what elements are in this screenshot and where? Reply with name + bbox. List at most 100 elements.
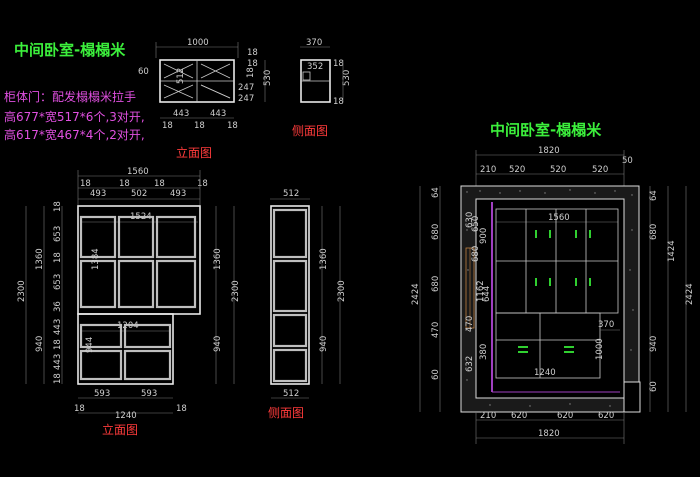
floor-plan: 中间卧室-榻榻米 1820 210 520 520 520 50	[411, 121, 695, 444]
label-side-main: 侧面图	[268, 406, 304, 420]
dim-plan-bot-210: 210	[480, 411, 496, 421]
dim-main-left-18b: 18	[53, 252, 63, 263]
dim-main-bot-18a: 18	[74, 404, 85, 414]
dim-small-18c: 18	[246, 67, 256, 78]
dim-plan-right-1424: 1424	[667, 240, 677, 262]
dim-plan-650: 650	[471, 216, 481, 232]
dim-main-left-18d: 18	[53, 373, 63, 384]
dim-plan-right-680: 680	[649, 224, 659, 240]
dim-plan-lin680: 680	[471, 246, 481, 262]
dim-plan-right-2424: 2424	[685, 283, 695, 305]
dim-main-top-1560: 1560	[127, 167, 149, 177]
dim-main-1384: 1384	[91, 248, 101, 270]
dim-plan-1240: 1240	[534, 368, 556, 378]
dim-main-top-493a: 493	[90, 189, 106, 199]
dim-plan-left-680b: 680	[431, 276, 441, 292]
dim-main-left-36: 36	[53, 301, 63, 312]
dim-main-bot-1240: 1240	[115, 411, 137, 421]
dim-side-1360: 1360	[319, 248, 329, 270]
dim-small-side-352: 352	[307, 62, 323, 72]
dim-main-right-2300: 2300	[231, 280, 241, 302]
dim-main-right-1360: 1360	[213, 248, 223, 270]
dim-main-bot-593b: 593	[141, 389, 157, 399]
dim-plan-right-940: 940	[649, 336, 659, 352]
dim-small-247a: 247	[238, 83, 254, 93]
dim-plan-1000: 1000	[595, 338, 605, 360]
dim-main-left-653b: 653	[53, 274, 63, 290]
dim-plan-left-470: 470	[431, 322, 441, 338]
dim-plan-top-520b: 520	[550, 165, 566, 175]
dim-main-944: 944	[85, 337, 95, 353]
small-elevation: 1000 60 18 18 512 247 247 18 530 443 443…	[138, 38, 273, 160]
dim-plan-380: 380	[479, 344, 489, 360]
dim-plan-bot-620b: 620	[557, 411, 573, 421]
dim-main-left-940: 940	[35, 336, 45, 352]
dim-side-2300: 2300	[337, 280, 347, 302]
dim-main-left-443a: 443	[53, 319, 63, 335]
dim-plan-1560: 1560	[548, 213, 570, 223]
dim-plan-top-1820: 1820	[538, 146, 560, 156]
dim-small-top: 1000	[187, 38, 209, 48]
dim-plan-370: 370	[598, 320, 614, 330]
dim-side-bot: 512	[283, 389, 299, 399]
dim-plan-lin470: 470	[465, 316, 475, 332]
title-right: 中间卧室-榻榻米	[490, 121, 602, 139]
dim-small-18e: 18	[194, 121, 205, 131]
dim-small-18f: 18	[227, 121, 238, 131]
dim-plan-right-60: 60	[649, 381, 659, 392]
note-line1: 柜体门：配发榻榻米拉手	[4, 89, 136, 104]
dim-small-side-top: 370	[306, 38, 322, 48]
dim-small-443a: 443	[173, 109, 189, 119]
dim-plan-left-2424: 2424	[411, 283, 421, 305]
small-side: 370 352 18 530 18 侧面图	[292, 38, 352, 138]
dim-small-512: 512	[176, 68, 186, 84]
dim-plan-900: 900	[479, 228, 489, 244]
dim-main-left-18c: 18	[53, 339, 63, 350]
dim-plan-top-520c: 520	[592, 165, 608, 175]
dim-small-side-18a: 18	[333, 59, 344, 69]
dim-plan-right-64: 64	[649, 190, 659, 201]
dim-small-530: 530	[263, 70, 273, 86]
dim-plan-left-680a: 680	[431, 224, 441, 240]
dim-small-247b: 247	[238, 94, 254, 104]
note-line2: 高677*宽517*6个,3对开,	[4, 109, 145, 124]
dim-main-right-940: 940	[213, 336, 223, 352]
note-line3: 高617*宽467*4个,2对开,	[4, 127, 145, 142]
dim-main-top-18b: 18	[119, 179, 130, 189]
dim-plan-bot-620c: 620	[598, 411, 614, 421]
dim-main-left-1360: 1360	[35, 248, 45, 270]
dim-plan-top-520a: 520	[509, 165, 525, 175]
dim-main-left-2300: 2300	[17, 280, 27, 302]
dim-plan-lin632: 632	[465, 356, 475, 372]
dim-side-top: 512	[283, 189, 299, 199]
main-side: 512 1360 2300 940 512 侧面图	[268, 189, 347, 420]
dim-plan-bot-1820: 1820	[538, 429, 560, 439]
dim-main-bot-593a: 593	[94, 389, 110, 399]
dim-small-18a: 18	[247, 48, 258, 58]
dim-plan-1162: 1162	[476, 280, 486, 302]
dim-plan-lin630: 630	[465, 212, 475, 228]
dim-plan-left-64: 64	[431, 187, 441, 198]
dim-small-side-18b: 18	[333, 97, 344, 107]
dim-plan-bot-620a: 620	[511, 411, 527, 421]
dim-plan-top-50: 50	[622, 156, 633, 166]
dim-small-side-530: 530	[342, 70, 352, 86]
dim-main-top-18d: 18	[197, 179, 208, 189]
label-side-small: 侧面图	[292, 124, 328, 138]
dim-small-18b: 18	[247, 59, 258, 69]
dim-main-top-18a: 18	[80, 179, 91, 189]
dim-small-443b: 443	[210, 109, 226, 119]
dim-plan-644: 644	[482, 286, 492, 302]
dim-main-left-18a: 18	[53, 201, 63, 212]
title-top-left: 中间卧室-榻榻米	[14, 41, 126, 59]
dim-small-18d: 18	[162, 121, 173, 131]
dim-small-60: 60	[138, 67, 149, 77]
dim-main-top-18c: 18	[154, 179, 165, 189]
dim-main-top-502: 502	[131, 189, 147, 199]
dim-main-bot-18b: 18	[176, 404, 187, 414]
label-elevation-small: 立面图	[176, 145, 212, 160]
main-elevation: 1560 18 18 18 18 493 502 493 1524 1384 1…	[17, 167, 241, 437]
dim-side-940: 940	[319, 336, 329, 352]
dim-main-top-493b: 493	[170, 189, 186, 199]
